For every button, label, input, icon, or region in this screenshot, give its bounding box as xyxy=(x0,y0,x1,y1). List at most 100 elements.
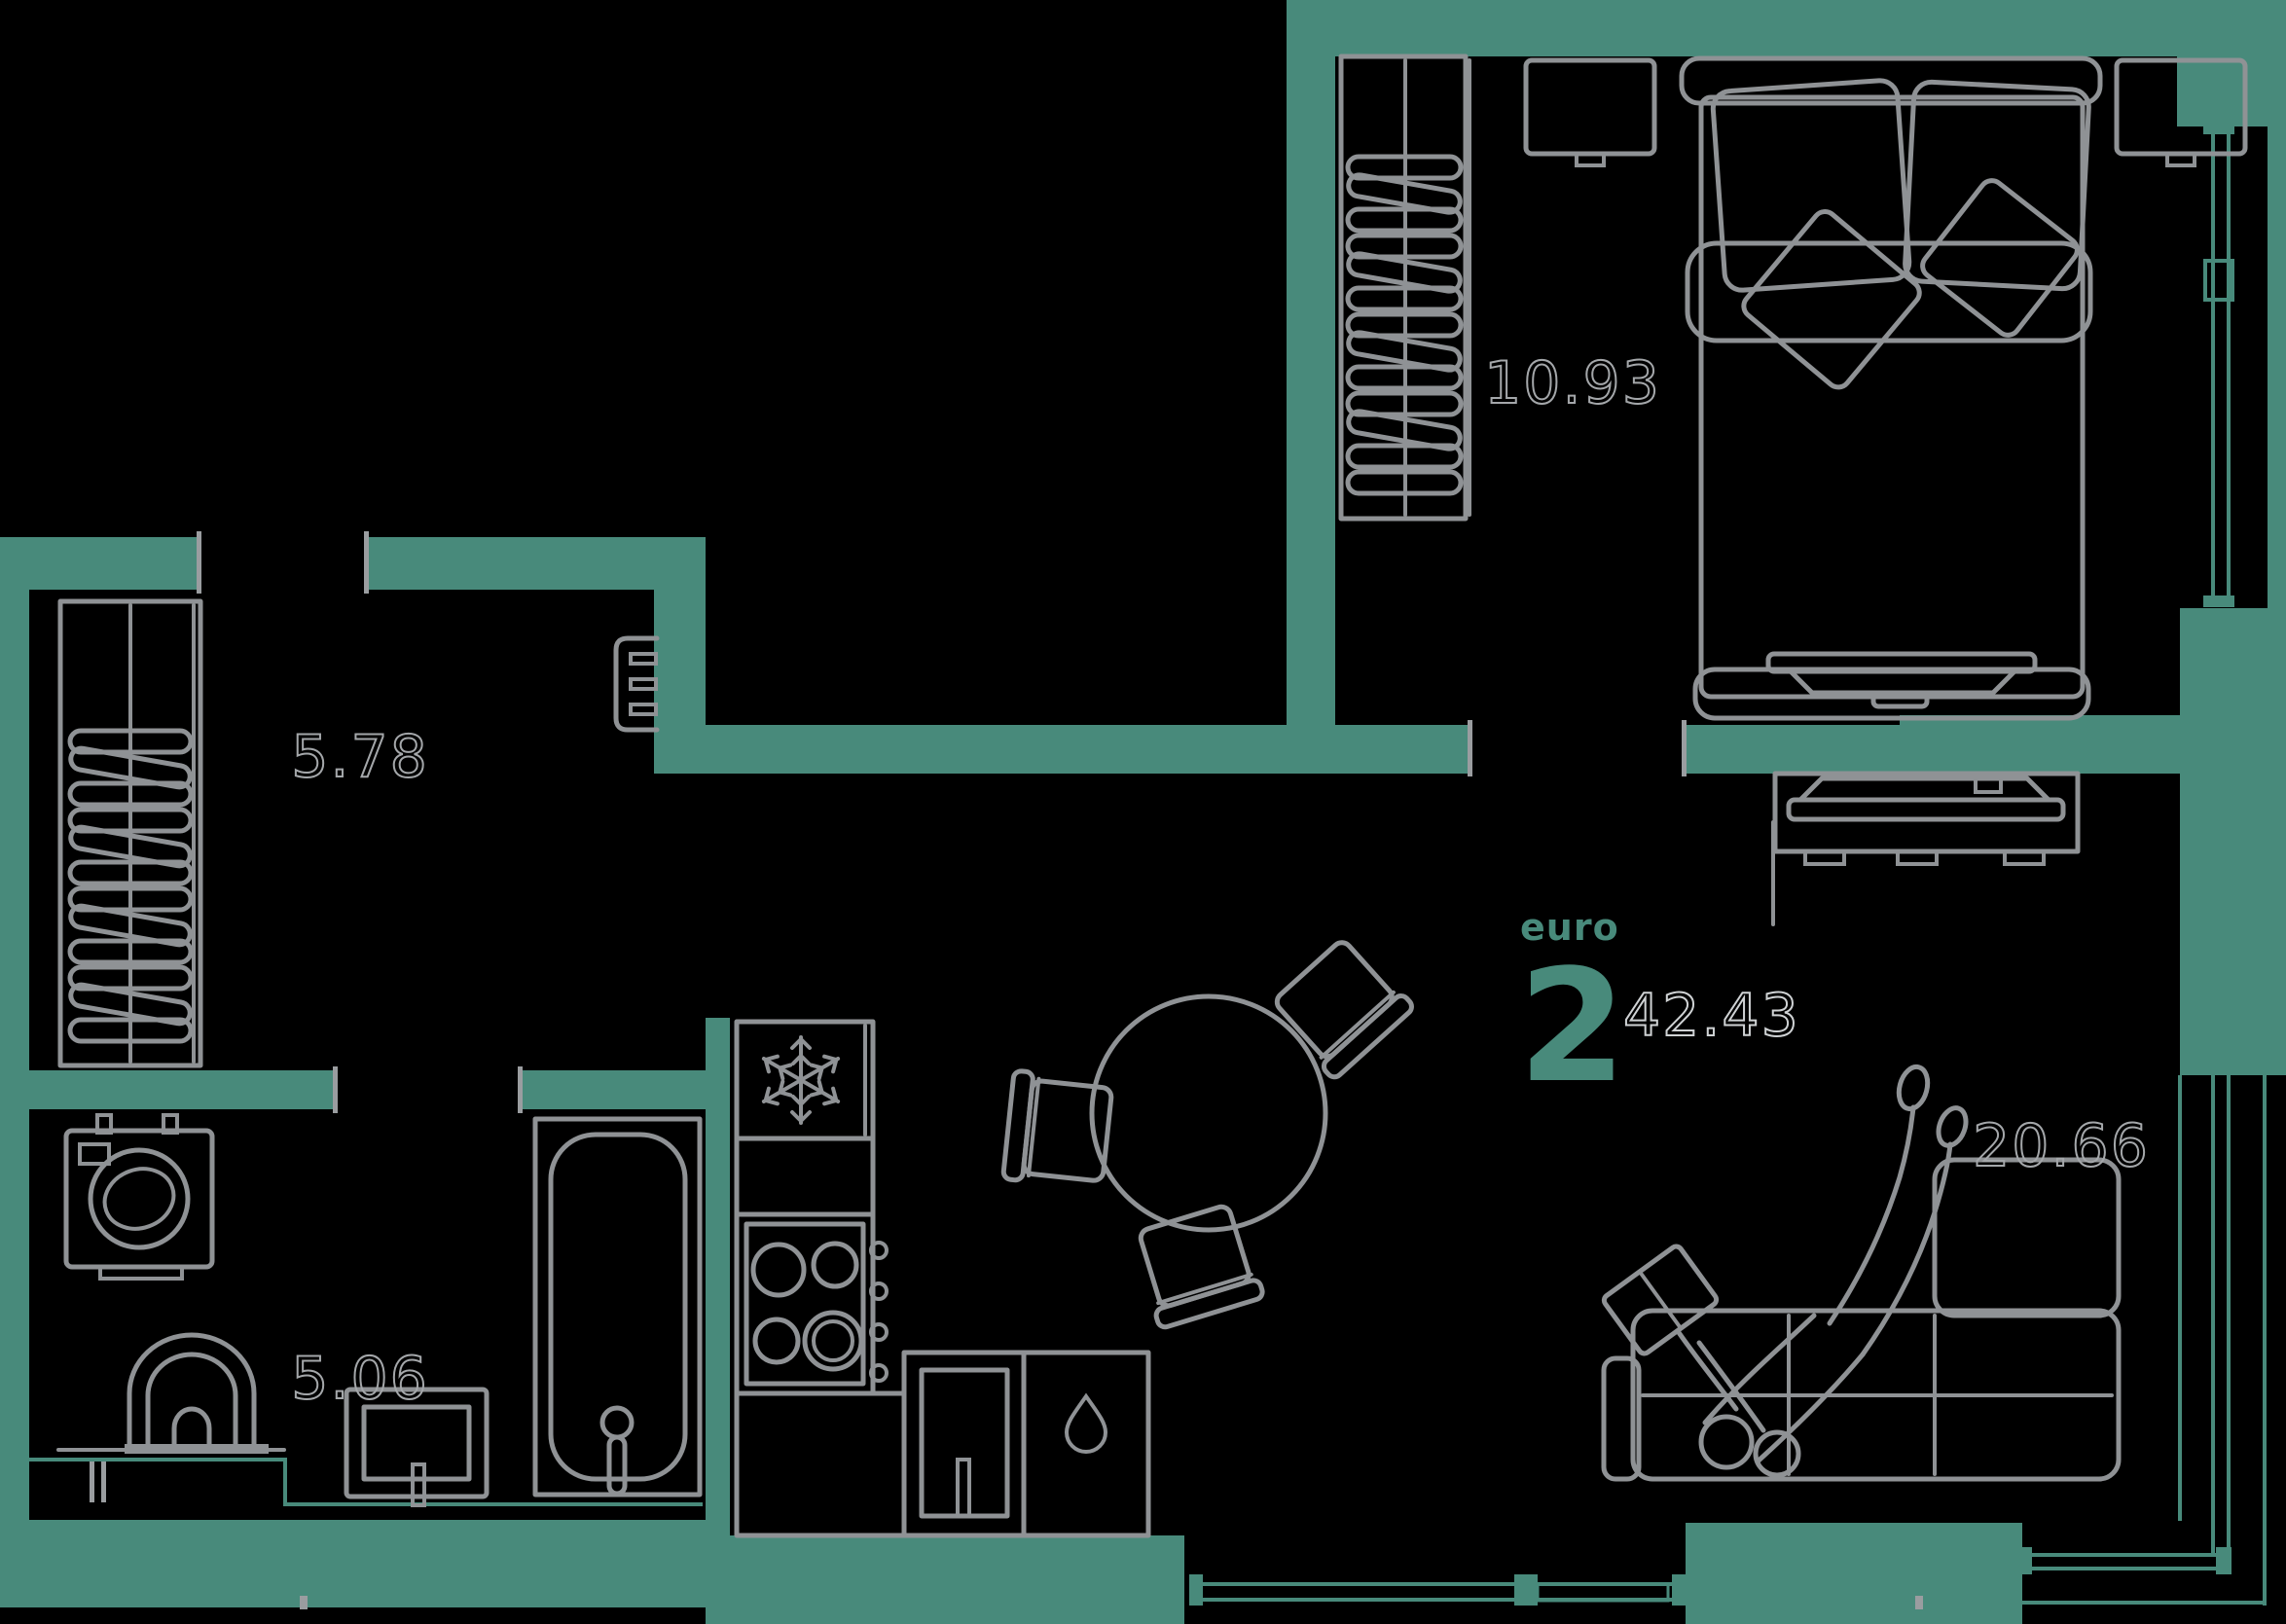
machine-base xyxy=(98,1265,184,1281)
door-openings xyxy=(197,531,1923,1609)
bedroom-window xyxy=(2203,123,2234,607)
worktop-cabinet xyxy=(734,1136,876,1217)
table-top xyxy=(1089,993,1328,1233)
faucet-handle xyxy=(606,1434,628,1497)
corner-cabinet xyxy=(734,1390,907,1538)
window-latch xyxy=(2203,259,2234,302)
person-arm xyxy=(1696,1340,1766,1433)
room-bedroom xyxy=(1338,54,2248,721)
entrance-door-jamb xyxy=(197,531,201,594)
bed-pillow-left xyxy=(1710,78,1912,293)
bed-headboard xyxy=(1679,55,2103,106)
plan-type-label: euro xyxy=(1520,906,1619,949)
living-window-right xyxy=(2178,1075,2267,1606)
water-drop-icon xyxy=(1064,1392,1108,1454)
sliding-door-leaf xyxy=(1536,1582,1670,1603)
stove-knob xyxy=(869,1363,889,1383)
wall-hall-right xyxy=(654,590,706,731)
stove xyxy=(734,1211,889,1396)
wall-bath-bottom xyxy=(0,1520,706,1607)
person-leg xyxy=(1860,1141,1953,1357)
living-window-bottom xyxy=(2020,1547,2267,1605)
cabinet-handle xyxy=(411,1462,426,1507)
hallway-area-label: 5.78 xyxy=(291,723,429,791)
wardrobe-hangers xyxy=(69,731,192,1041)
room-living xyxy=(1601,771,2122,1482)
windows xyxy=(1189,123,2267,1606)
person-head xyxy=(1698,1414,1755,1470)
bedroom-area-label: 10.93 xyxy=(1484,349,1661,417)
bathroom-area-label: 5.06 xyxy=(291,1345,429,1413)
water-cabinet xyxy=(1021,1350,1151,1538)
bed-pillow-right xyxy=(1903,79,2091,292)
bed-blanket xyxy=(1685,240,2093,343)
burner-icon xyxy=(811,1241,859,1289)
rooms-count-label: 2 xyxy=(1518,935,1626,1117)
sink-cabinet xyxy=(901,1350,1027,1538)
nightstand-left xyxy=(1523,57,1657,167)
person-torso xyxy=(1755,1352,1866,1464)
tv-console-living xyxy=(1771,771,2081,926)
labels: 10.93 5.78 5.06 20.66 euro 2 42.43 xyxy=(290,348,2150,1414)
bath-counter xyxy=(56,1444,286,1502)
person-figure xyxy=(1601,1064,1969,1478)
vanity-cabinet xyxy=(344,1387,490,1507)
wall-mid-horizontal-right xyxy=(1683,725,1900,774)
chair xyxy=(1267,933,1414,1080)
kitchen-zone xyxy=(734,933,1415,1538)
deco-pillow-left xyxy=(1741,209,1922,390)
person-foot xyxy=(1896,1064,1931,1112)
electrical-panel xyxy=(613,635,660,733)
person-arm xyxy=(1675,1328,1739,1412)
nightstand-right xyxy=(2114,57,2248,167)
washing-machine xyxy=(63,1113,215,1281)
book-icon xyxy=(1601,1244,1720,1356)
wall-mid-horizontal-left xyxy=(654,725,1470,774)
facade-tick xyxy=(300,1596,308,1609)
wardrobe-bedroom xyxy=(1338,54,1471,522)
wall-kitchen-bottom xyxy=(706,1535,1184,1624)
wall-kitchen-left xyxy=(706,1018,730,1557)
person-hands xyxy=(1753,1429,1801,1478)
machine-hook xyxy=(162,1113,179,1135)
sofa-chaise xyxy=(1932,1157,2122,1318)
entrance-door-jamb xyxy=(364,531,369,594)
tv-base xyxy=(1797,776,2051,803)
machine-panel xyxy=(78,1142,111,1166)
bathroom-door-jamb xyxy=(333,1066,338,1113)
person-leg xyxy=(1827,1104,1916,1326)
tv-foot xyxy=(1870,690,1930,709)
wall-window-pier xyxy=(2180,608,2268,1075)
snowflake-icon xyxy=(757,1035,845,1125)
tv-screen xyxy=(1786,797,2066,822)
stove-knob xyxy=(869,1241,889,1260)
toilet xyxy=(127,1332,257,1453)
person-foot xyxy=(1936,1105,1969,1148)
burner-icon xyxy=(802,1310,864,1372)
plan-badge: euro 2 42.43 xyxy=(1518,906,1799,1117)
wall-left-outer xyxy=(0,537,29,1607)
stove-knob xyxy=(869,1281,889,1301)
fridge xyxy=(734,1019,876,1141)
living-area-label: 20.66 xyxy=(1973,1112,2150,1180)
double-bed xyxy=(1679,55,2103,721)
bedroom-door-jamb xyxy=(1468,720,1472,776)
burner-icon xyxy=(752,1317,801,1365)
wardrobe-hall xyxy=(57,598,203,1068)
wall-hall-top-left xyxy=(0,537,200,590)
person-torso xyxy=(1702,1313,1817,1426)
tv-base xyxy=(1788,668,2017,696)
tv-screen xyxy=(1765,651,2038,674)
cabinet-handle xyxy=(956,1458,971,1518)
stove-knob xyxy=(869,1322,889,1342)
dining-table xyxy=(1002,933,1414,1328)
sofa-body xyxy=(1630,1308,2122,1482)
machine-drum xyxy=(88,1147,191,1250)
faucet-icon xyxy=(599,1405,635,1440)
wall-bedroom-left xyxy=(1287,0,1335,725)
machine-drum-inner xyxy=(102,1167,176,1231)
wall-right-outer xyxy=(2268,0,2286,1075)
wall-bedroom-top xyxy=(1287,0,2286,56)
